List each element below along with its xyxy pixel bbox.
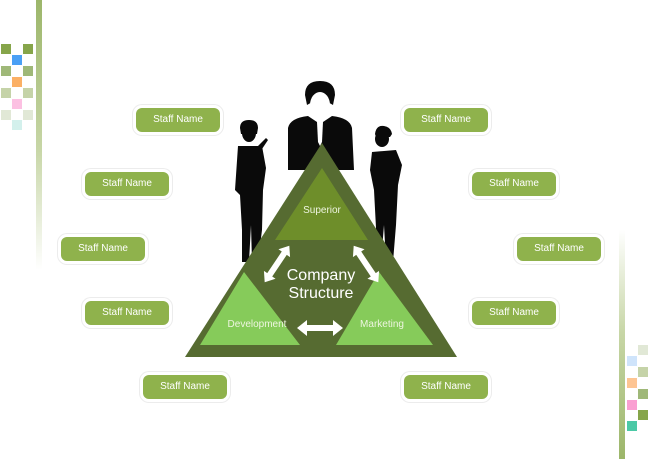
staff-box-left-4[interactable]: Staff Name [85, 301, 169, 325]
decor-left-square [23, 44, 33, 54]
decor-right-square [638, 389, 648, 399]
decor-left-square [12, 55, 22, 65]
double-arrow-left-icon [263, 245, 291, 283]
decor-left-square [23, 110, 33, 120]
marketing-label: Marketing [360, 319, 404, 330]
decor-left-square [12, 99, 22, 109]
decor-right-square [627, 378, 637, 388]
decor-left-square [23, 88, 33, 98]
person-silhouette-left [235, 120, 268, 262]
person-silhouette-center [288, 81, 354, 170]
staff-box-right-4[interactable]: Staff Name [472, 301, 556, 325]
center-title-line1: Company [287, 267, 355, 284]
decor-right-square [638, 367, 648, 377]
decor-right-square [627, 356, 637, 366]
decor-left-square [1, 66, 11, 76]
staff-box-left-2[interactable]: Staff Name [85, 172, 169, 196]
marketing-triangle[interactable] [336, 272, 433, 345]
staff-box-left-1[interactable]: Staff Name [136, 108, 220, 132]
arrows [263, 245, 380, 336]
decor-left-square [1, 110, 11, 120]
superior-label: Superior [303, 205, 341, 216]
decor-left-square [1, 88, 11, 98]
decor-left-square [23, 66, 33, 76]
decor-left-square [12, 77, 22, 87]
center-title-line2: Structure [289, 285, 354, 302]
decorative-bar-left [36, 0, 42, 270]
decor-right-square [627, 400, 637, 410]
decorative-bar-right [619, 230, 625, 459]
decor-right-square [627, 421, 637, 431]
staff-box-right-2[interactable]: Staff Name [472, 172, 556, 196]
decor-right-square [638, 410, 648, 420]
development-label: Development [228, 319, 287, 330]
decor-right-square [638, 345, 648, 355]
double-arrow-bottom-icon [297, 320, 343, 336]
staff-box-right-1[interactable]: Staff Name [404, 108, 488, 132]
development-triangle[interactable] [200, 272, 300, 345]
decor-left-square [1, 44, 11, 54]
staff-box-left-5[interactable]: Staff Name [143, 375, 227, 399]
superior-triangle[interactable] [275, 168, 368, 240]
staff-box-right-3[interactable]: Staff Name [517, 237, 601, 261]
double-arrow-right-icon [352, 245, 380, 283]
staff-box-left-3[interactable]: Staff Name [61, 237, 145, 261]
staff-box-right-5[interactable]: Staff Name [404, 375, 488, 399]
decor-left-square [12, 120, 22, 130]
